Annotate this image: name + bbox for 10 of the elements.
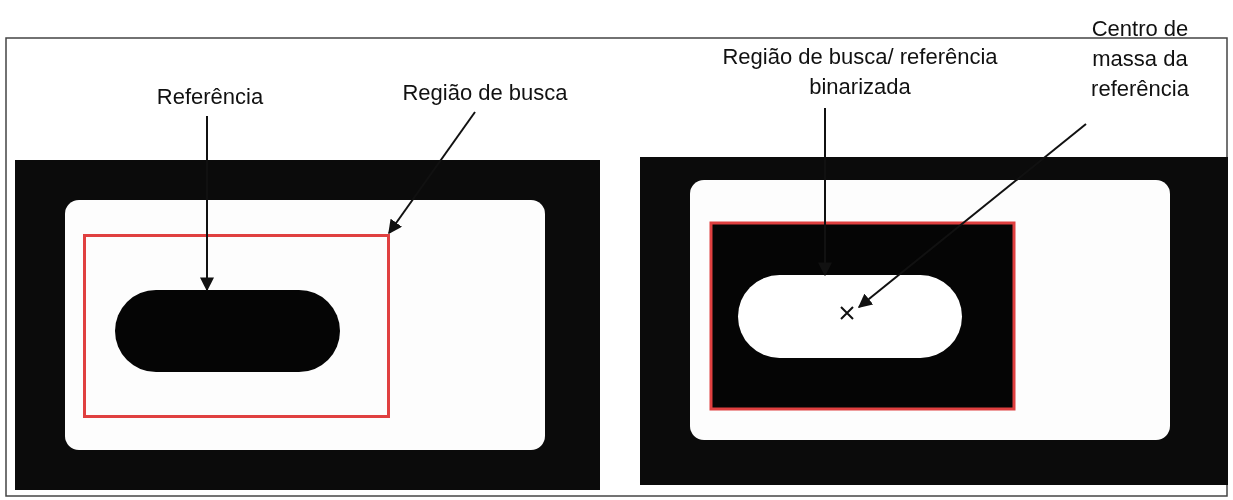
- center-mark: [838, 304, 856, 322]
- leader-line: [388, 111, 476, 235]
- callout-label: Região de busca: [380, 78, 590, 108]
- callout-label: Região de busca/ referência binarizada: [720, 42, 1000, 102]
- leader-line: [818, 107, 832, 277]
- callout-label: Centro de massa da referência: [1060, 14, 1220, 104]
- leader-line: [857, 123, 1087, 308]
- leader-line: [200, 115, 214, 292]
- callout-label: Referência: [130, 82, 290, 112]
- search-region-frame: [83, 234, 390, 418]
